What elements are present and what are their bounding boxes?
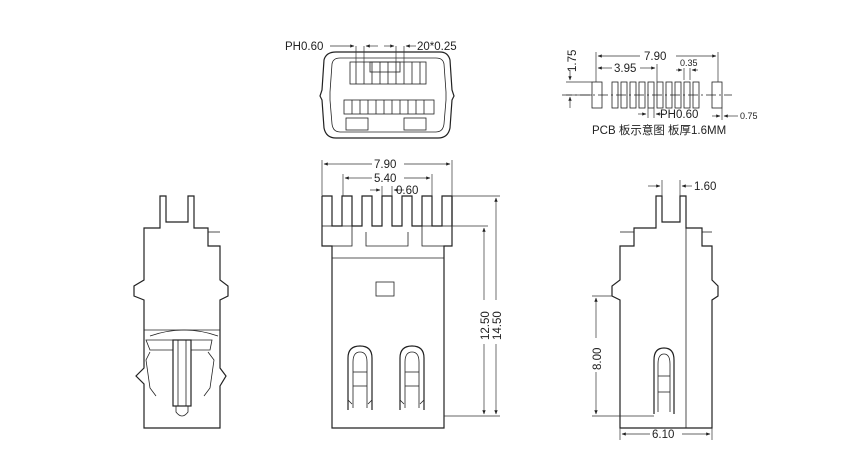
left-side-view xyxy=(133,195,229,429)
front-bottom-contacts xyxy=(343,99,435,131)
pcb-layout: 7.90 3.95 0.35 1.75 PH0.60 0.75 PCB 板示意图… xyxy=(562,50,758,137)
pcb-half-label: 3.95 xyxy=(614,63,636,75)
pcb-caption: PCB 板示意图 板厚1.6MM xyxy=(592,123,726,137)
total-length-label: 14.50 xyxy=(492,311,504,340)
side-width-label: 6.10 xyxy=(652,429,674,441)
top-view-slots xyxy=(347,345,425,410)
front-top-contacts xyxy=(349,61,427,85)
pcb-total-label: 7.90 xyxy=(644,51,666,63)
side-height-label: 8.00 xyxy=(592,348,604,370)
top-pitch-label: 0.60 xyxy=(396,185,418,197)
front-view: PH0.60 20*0.25 xyxy=(285,41,457,139)
right-side-view: 1.60 8.00 6.10 xyxy=(592,180,719,441)
side-tab-label: 1.60 xyxy=(694,181,716,193)
pcb-pitch-label: PH0.60 xyxy=(660,109,698,121)
top-view: 7.90 5.40 0.60 12.50 14.50 xyxy=(321,159,504,429)
pcb-row-offset-label: 1.75 xyxy=(567,50,579,72)
front-pins-label: 20*0.25 xyxy=(417,41,457,53)
top-inner-label: 5.40 xyxy=(374,173,396,185)
pcb-pad-label: 0.35 xyxy=(680,58,698,68)
pcb-pad-length-label: 0.75 xyxy=(740,111,758,121)
body-length-label: 12.50 xyxy=(480,311,492,340)
top-width-label: 7.90 xyxy=(374,159,396,171)
front-pitch-label: PH0.60 xyxy=(285,41,323,53)
